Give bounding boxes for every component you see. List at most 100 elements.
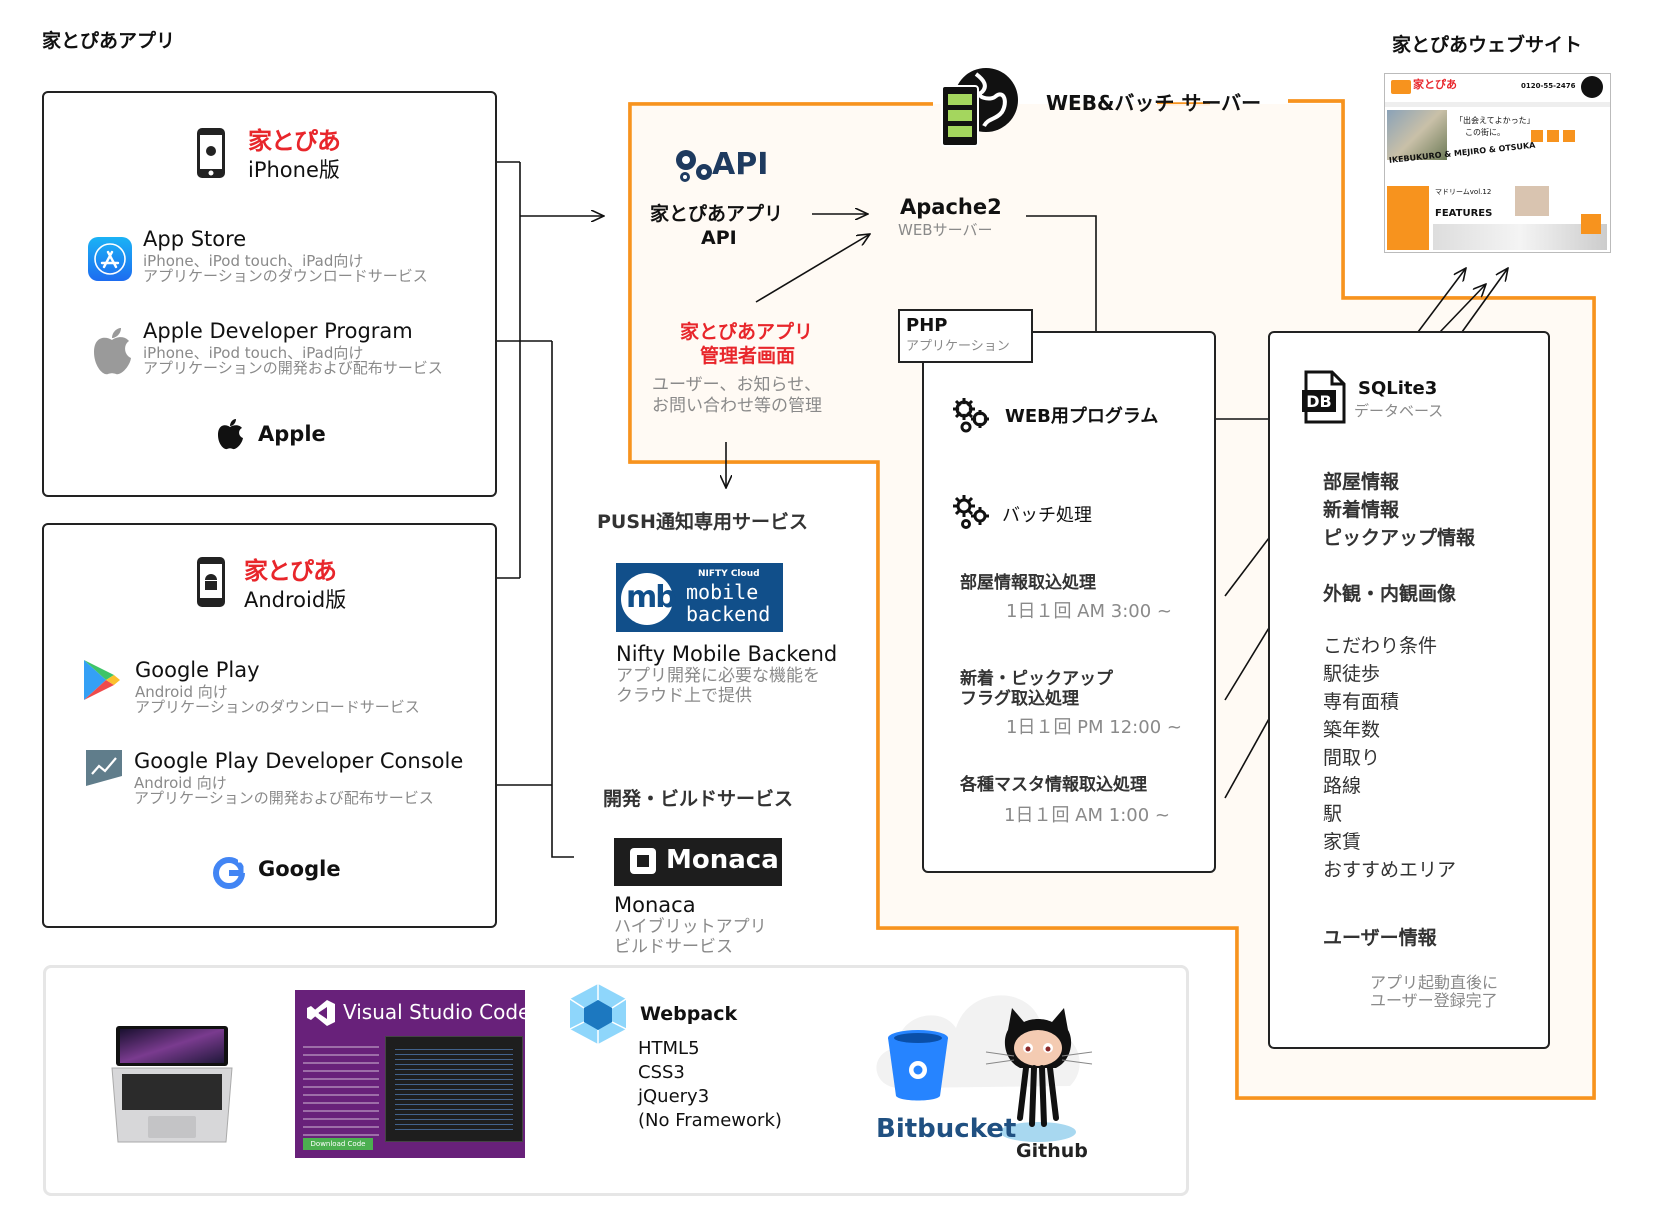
- db-field-pickup: ピックアップ情報: [1323, 527, 1476, 549]
- website-headline-2: この街に。: [1465, 128, 1505, 137]
- macbook-icon: [111, 1026, 233, 1143]
- web-program-label: WEB用プログラム: [1005, 406, 1159, 427]
- vscode-logo-icon: [307, 1000, 335, 1026]
- cloud-repo-illustration: [876, 995, 1093, 1142]
- build-desc-1: ハイブリットアプリ: [614, 917, 767, 937]
- website-feature-title: マドリームvol.12: [1435, 188, 1492, 196]
- apple-developer-icon: [94, 328, 131, 375]
- apple-developer-desc-1: iPhone、iPod touch、iPad向け: [143, 344, 364, 362]
- web-program-gears-icon: [953, 398, 989, 433]
- job-1-name: 部屋情報取込処理: [960, 573, 1096, 593]
- vscode-screenshot: Visual Studio Code Download Code: [295, 990, 525, 1158]
- apache-title: Apache2: [900, 195, 1002, 219]
- app-store-desc-1: iPhone、iPod touch、iPad向け: [143, 252, 364, 270]
- build-desc-2: ビルドサービス: [614, 937, 733, 957]
- website-phone: 0120-55-2476: [1521, 82, 1576, 90]
- job-2-name-1: 新着・ピックアップ: [960, 669, 1113, 689]
- db-file-icon: DB: [1302, 370, 1346, 424]
- play-console-icon: [86, 750, 122, 786]
- website-title: 家とぴあウェブサイト: [1392, 34, 1583, 56]
- website-headline-1: 「出会えてよかった」: [1455, 116, 1535, 125]
- build-name: Monaca: [614, 893, 696, 917]
- db-sub: データベース: [1354, 402, 1444, 420]
- app-store-name: App Store: [143, 227, 247, 251]
- php-title: PHP: [906, 315, 948, 336]
- google-play-icon: [84, 660, 120, 700]
- iphone-panel: [42, 91, 497, 497]
- db-field-condition: こだわり条件: [1323, 635, 1438, 657]
- db-user-desc-1: アプリ起動直後に: [1370, 973, 1499, 992]
- api-gears-icon: [676, 150, 712, 182]
- app-store-desc-2: アプリケーションのダウンロードサービス: [143, 267, 428, 285]
- push-desc-2: クラウド上で提供: [616, 686, 752, 706]
- nifty-logo: mb NIFTY Cloud mobile backend: [616, 563, 783, 632]
- php-sub: アプリケーション: [906, 339, 1010, 354]
- admin-desc-1: ユーザー、お知らせ、: [652, 375, 822, 395]
- dev-tools-panel: [43, 965, 1189, 1196]
- apple-developer-desc-2: アプリケーションの開発および配布サービス: [143, 359, 443, 377]
- webpack-title: Webpack: [640, 1003, 738, 1025]
- stack-html5: HTML5: [638, 1038, 700, 1059]
- db-field-rooms: 部屋情報: [1323, 471, 1400, 493]
- admin-desc-2: お問い合わせ等の管理: [652, 396, 822, 416]
- db-field-area: 専有面積: [1323, 691, 1400, 713]
- server-globe-icon: [941, 68, 1018, 147]
- build-title: 開発・ビルドサービス: [603, 788, 794, 810]
- apache-sub: WEBサーバー: [898, 221, 993, 239]
- db-field-images: 外観・内観画像: [1323, 583, 1457, 605]
- website-screenshot[interactable]: 家とぴあ 0120-55-2476 「出会えてよかった」 この街に。 IKEBU…: [1384, 73, 1611, 253]
- apple-developer-name: Apple Developer Program: [143, 319, 413, 343]
- db-field-age: 築年数: [1323, 719, 1381, 741]
- nifty-logo-mark: mb: [626, 580, 677, 615]
- play-console-name: Google Play Developer Console: [134, 749, 464, 773]
- db-field-rent: 家賃: [1323, 831, 1362, 853]
- php-programs-box: [922, 331, 1216, 873]
- db-field-user: ユーザー情報: [1323, 927, 1437, 949]
- google-play-desc-1: Android 向け: [135, 683, 228, 701]
- nifty-logo-small: NIFTY Cloud: [698, 569, 760, 579]
- db-field-new: 新着情報: [1323, 499, 1400, 521]
- google-play-name: Google Play: [135, 658, 260, 682]
- vscode-title: Visual Studio Code: [343, 1000, 525, 1024]
- db-field-walk: 駅徒歩: [1323, 663, 1381, 685]
- stack-jquery3: jQuery3: [638, 1086, 710, 1107]
- api-label-1: 家とぴあアプリ: [650, 203, 784, 225]
- play-console-desc-2: アプリケーションの開発および配布サービス: [134, 789, 434, 807]
- monaca-logo: Monaca: [614, 838, 782, 886]
- push-title: PUSH通知専用サービス: [597, 511, 808, 533]
- nifty-logo-line2: backend: [686, 602, 771, 626]
- db-icon-label: DB: [1306, 392, 1331, 411]
- play-console-desc-1: Android 向け: [134, 774, 227, 792]
- android-version: Android版: [244, 588, 347, 612]
- push-name: Nifty Mobile Backend: [616, 642, 838, 666]
- iphone-brand-logo: 家とぴあ: [248, 127, 341, 155]
- job-1-schedule: 1日１回 AM 3:00 ~: [1006, 601, 1172, 622]
- github-octocat-icon: [985, 1008, 1093, 1142]
- android-phone-icon: [197, 557, 225, 607]
- batch-gears-icon: [953, 495, 989, 529]
- android-panel: [42, 523, 497, 928]
- db-field-line: 路線: [1323, 775, 1362, 797]
- monaca-logo-text: Monaca: [666, 845, 779, 875]
- iphone-version: iPhone版: [248, 158, 340, 182]
- github-label: Github: [1016, 1140, 1088, 1162]
- batch-label: バッチ処理: [1002, 505, 1092, 526]
- job-3-schedule: 1日１回 AM 1:00 ~: [1004, 805, 1170, 826]
- apple-logo-icon: [218, 419, 243, 450]
- website-logo: 家とぴあ: [1413, 78, 1457, 91]
- server-title: WEB&バッチ サーバー: [1046, 91, 1262, 115]
- nifty-logo-line1: mobile: [686, 580, 759, 604]
- bitbucket-icon: [888, 1030, 948, 1101]
- admin-title-1: 家とぴあアプリ: [680, 321, 814, 343]
- website-features: FEATURES: [1435, 208, 1493, 219]
- google-vendor: Google: [258, 857, 341, 881]
- job-2-name-2: フラグ取込処理: [960, 689, 1079, 709]
- webpack-icon: [569, 984, 627, 1044]
- job-2-schedule: 1日１回 PM 12:00 ~: [1006, 717, 1182, 738]
- google-play-desc-2: アプリケーションのダウンロードサービス: [135, 698, 420, 716]
- vscode-download-button: Download Code: [303, 1138, 373, 1150]
- app-store-icon: [88, 237, 132, 281]
- stack-no-framework: (No Framework): [638, 1110, 782, 1131]
- db-user-desc-2: ユーザー登録完了: [1370, 991, 1498, 1010]
- api-label-2: API: [701, 227, 737, 249]
